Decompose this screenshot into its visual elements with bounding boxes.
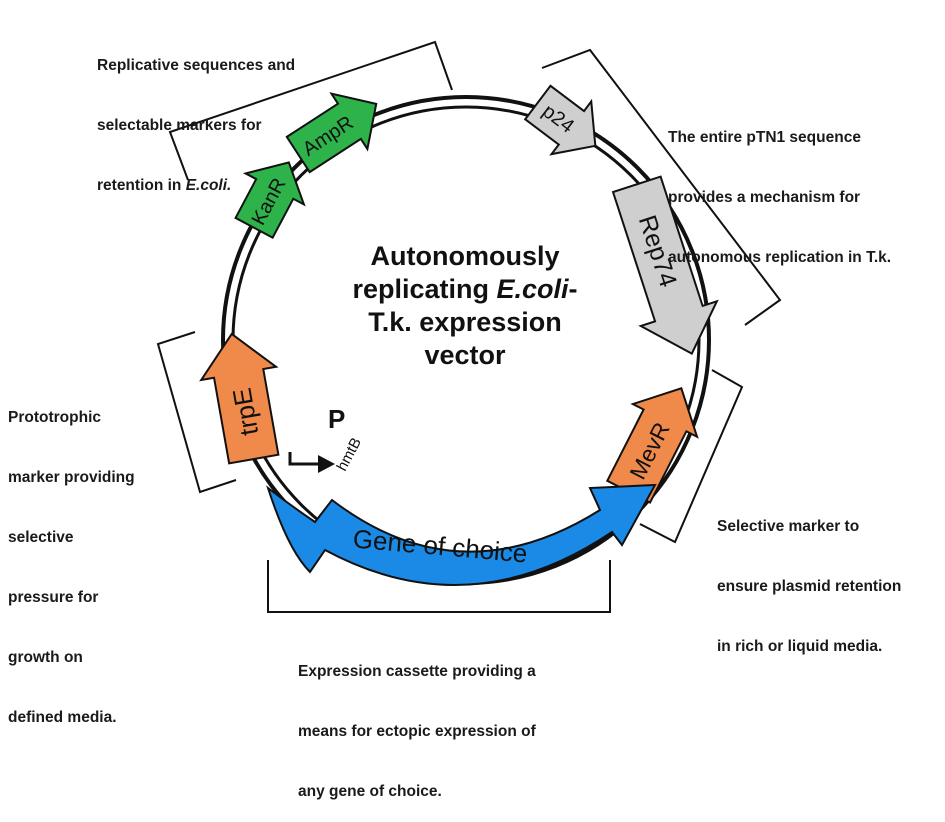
annotation-mevr-line3: in rich or liquid media. [717, 638, 883, 655]
bracket-expression [267, 560, 611, 613]
gene-of-choice-arrow [266, 483, 657, 586]
center-title-line2-end: - [568, 274, 578, 304]
annotation-mevr-line2: ensure plasmid retention [717, 578, 902, 595]
annotation-prototrophic-line1: Prototrophic [8, 409, 101, 426]
annotation-prototrophic-line5: growth on [8, 649, 83, 666]
promoter-arrow-stem [288, 452, 318, 466]
plasmid-diagram: KanR AmpR p24 Rep74 MevR trpE Gene of ch… [156, 40, 782, 613]
annotation-ecoli-line3: retention in E.coli. [97, 176, 295, 196]
bracket-mevr [639, 369, 744, 544]
center-title: Autonomously replicating E.coli- T.k. ex… [300, 240, 630, 372]
annotation-ecoli-line2: selectable markers for [97, 117, 262, 134]
promoter-subscript: hmtB [334, 435, 365, 474]
annotation-ecoli-line3-italic: E.coli. [185, 177, 232, 194]
annotation-mevr-line1: Selective marker to [717, 518, 860, 535]
annotation-prototrophic-line2: marker providing [8, 469, 135, 486]
bracket-ptn1 [541, 48, 782, 326]
annotation-ptn1-line3: autonomous replication in T.k. [668, 249, 892, 266]
mevr-gene-arrow: MevR [605, 387, 699, 504]
annotation-ecoli: Replicative sequences and selectable mar… [97, 16, 295, 216]
annotation-expression-line3: any gene of choice. [298, 783, 442, 800]
annotation-prototrophic-line6: defined media. [8, 709, 117, 726]
promoter-letter: P [328, 404, 345, 434]
promoter-arrow-head [318, 455, 335, 473]
annotation-ptn1: The entire pTN1 sequence provides a mech… [668, 88, 891, 288]
center-title-line2: replicating E.coli- [300, 273, 630, 306]
annotation-prototrophic-line4: pressure for [8, 589, 99, 606]
bracket-ecoli [168, 40, 453, 181]
annotation-expression-line2: means for ectopic expression of [298, 723, 536, 740]
annotation-ecoli-line3-plain: retention in [97, 177, 186, 194]
annotation-prototrophic: Prototrophic marker providing selective … [8, 368, 135, 748]
annotation-expression: Expression cassette providing a means fo… [298, 622, 536, 822]
p24-gene-arrow: p24 [523, 84, 597, 156]
center-title-line2-italic: E.coli [496, 274, 569, 304]
rep74-gene-arrow: Rep74 [611, 175, 719, 355]
center-title-line2-plain: replicating [352, 274, 497, 304]
bracket-prototrophic [156, 331, 237, 494]
center-title-line1: Autonomously [370, 241, 560, 271]
annotation-expression-line1: Expression cassette providing a [298, 663, 536, 680]
annotation-ptn1-line1: The entire pTN1 sequence [668, 129, 861, 146]
annotation-prototrophic-line3: selective [8, 529, 74, 546]
annotation-ptn1-line2: provides a mechanism for [668, 189, 861, 206]
trpe-gene-arrow: trpE [199, 332, 280, 465]
annotation-mevr: Selective marker to ensure plasmid reten… [717, 477, 901, 677]
center-title-line3: T.k. expression [368, 307, 562, 337]
annotation-ecoli-line1: Replicative sequences and [97, 57, 296, 74]
center-title-line4: vector [424, 340, 506, 370]
